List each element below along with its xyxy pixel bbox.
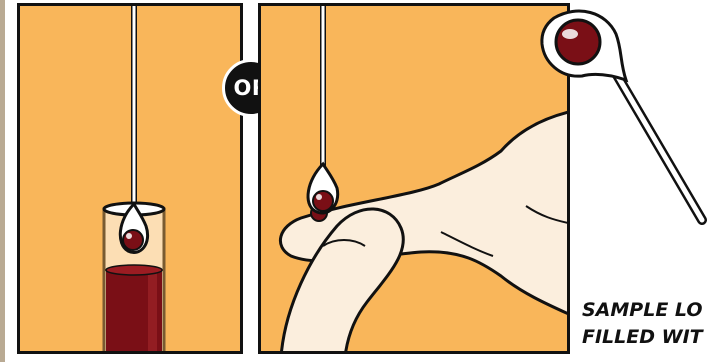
loop-closeup-icon <box>530 0 713 300</box>
finger-method-panel <box>258 3 570 354</box>
blood-tube-icon <box>20 6 243 354</box>
closeup-droplet <box>556 20 600 64</box>
page-edge-strip <box>0 0 5 362</box>
gloved-fingers-icon <box>261 6 570 354</box>
tube-method-panel <box>17 3 243 354</box>
caption-line-1: SAMPLE LO <box>582 297 703 324</box>
caption: SAMPLE LO FILLED WIT <box>582 297 703 351</box>
blood-droplet <box>123 230 143 250</box>
caption-line-2: FILLED WIT <box>582 324 703 351</box>
loop-droplet-right <box>313 191 333 211</box>
